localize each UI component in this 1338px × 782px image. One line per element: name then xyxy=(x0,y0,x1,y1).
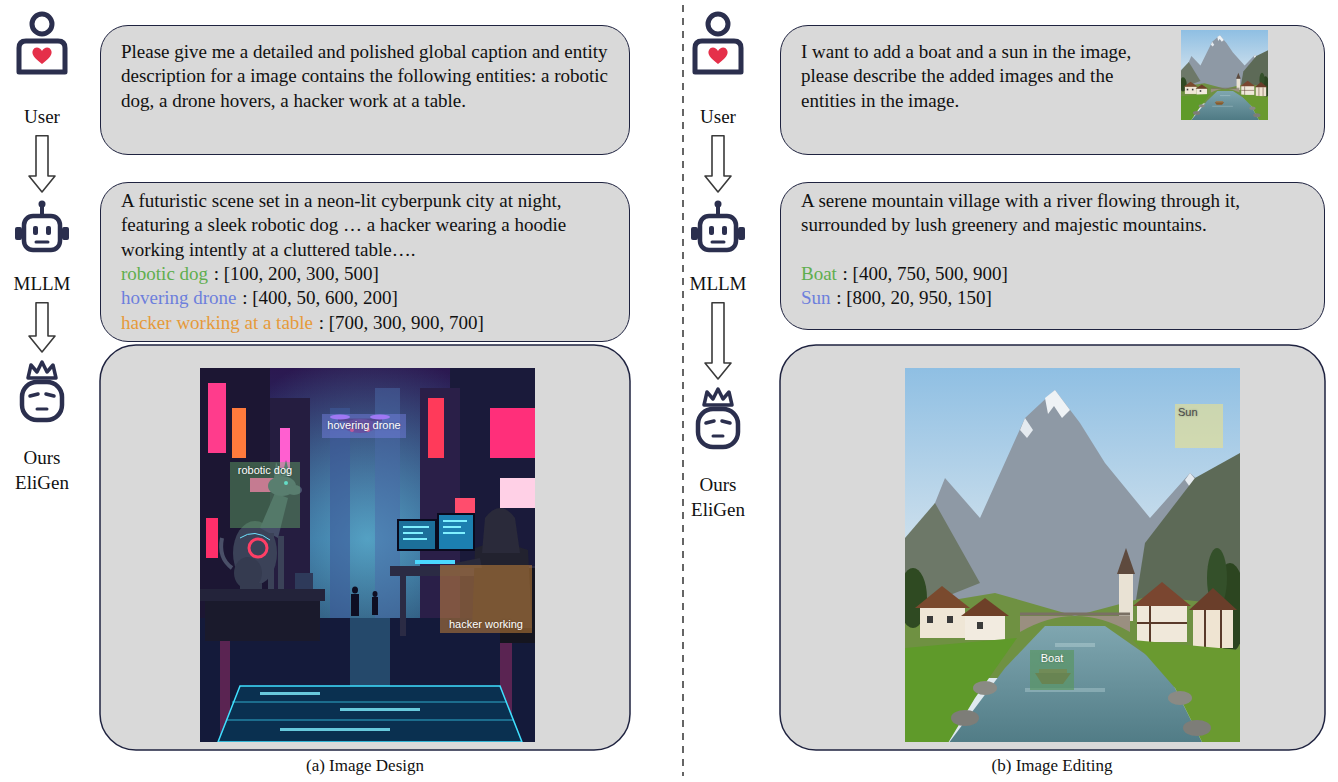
entity-name: Boat xyxy=(801,263,837,284)
entity-name: hacker working at a table xyxy=(121,312,313,333)
landscape-image xyxy=(905,368,1240,742)
text-line: hovering drone xyxy=(327,419,400,432)
mllm-output-bubble: A futuristic scene set in a neon-lit cyb… xyxy=(100,182,630,342)
text-line: robotic dog : [100, 200, 300, 500] xyxy=(121,262,619,286)
actor-label: User xyxy=(24,106,60,127)
text-line: Sun: [800, 20, 950, 150] xyxy=(801,286,1314,310)
text-line: Boat : [400, 750, 500, 900] xyxy=(801,262,1314,286)
text-line: robotic dog xyxy=(238,464,292,477)
eligen-icon xyxy=(688,385,748,451)
entity-box: hacker working xyxy=(440,565,532,633)
caption-text: : [400, 750, 500, 900] xyxy=(843,263,1008,284)
mllm-icon xyxy=(688,198,748,264)
actor-label: Ours EliGen xyxy=(15,447,69,493)
caption-text: : [100, 200, 300, 500] xyxy=(214,263,379,284)
user-icon xyxy=(688,10,748,76)
actor-user: User xyxy=(678,10,758,130)
mllm-icon xyxy=(12,198,72,264)
entity-label: Boat xyxy=(1041,652,1064,664)
text-line: Sun xyxy=(1178,406,1198,419)
flow-arrow xyxy=(705,303,731,379)
subfigure-caption: (a) Image Design xyxy=(205,756,525,776)
text-line: Please give me a detailed and polished g… xyxy=(121,40,619,113)
entity-label: robotic dog xyxy=(238,464,292,476)
user-icon xyxy=(12,10,72,76)
eligen-icon xyxy=(12,358,72,424)
text-line: A futuristic scene set in a neon-lit cyb… xyxy=(121,189,619,262)
actor-mllm: MLLM xyxy=(678,198,758,297)
prompt-bubble: I want to add a boat and a sun in the im… xyxy=(780,25,1325,155)
input-image-thumbnail xyxy=(1181,30,1268,120)
caption-text: : [800, 20, 950, 150] xyxy=(836,287,992,308)
output-bubble xyxy=(780,345,1325,750)
prompt-text: Please give me a detailed and polished g… xyxy=(121,41,608,111)
caption-text: A serene mountain village with a river f… xyxy=(801,190,1240,235)
text-line: hovering drone: [400, 50, 600, 200] xyxy=(121,286,619,310)
subfigure-caption: (b) Image Editing xyxy=(892,756,1212,776)
flow-arrow xyxy=(29,303,55,352)
actor-label: MLLM xyxy=(690,273,747,294)
caption-text: A futuristic scene set in a neon-lit cyb… xyxy=(121,190,566,260)
cyberpunk-image xyxy=(200,368,535,742)
flow-arrow xyxy=(29,136,55,192)
entity-name: robotic dog xyxy=(121,263,208,284)
entity-box: robotic dog xyxy=(230,462,300,528)
text-line: User xyxy=(678,105,758,130)
entity-label: hovering drone xyxy=(327,419,400,431)
entity-box: Sun xyxy=(1175,404,1223,448)
entity-name: Sun xyxy=(801,287,831,308)
text-line: I want to add a boat and a sun in the im… xyxy=(801,40,1154,113)
mllm-output-bubble: A serene mountain village with a river f… xyxy=(780,182,1325,330)
actor-label: Ours EliGen xyxy=(691,474,745,520)
text-line: MLLM xyxy=(678,272,758,297)
text-line: A serene mountain village with a river f… xyxy=(801,189,1314,238)
entity-box: Boat xyxy=(1030,650,1074,690)
output-bubble xyxy=(100,345,630,750)
prompt-text: I want to add a boat and a sun in the im… xyxy=(801,41,1131,111)
text-line: MLLM xyxy=(2,272,82,297)
text-line: hacker working at a table : [700, 300, 90… xyxy=(121,311,619,335)
entity-name: hovering drone xyxy=(121,287,237,308)
entity-box: hovering drone xyxy=(322,414,406,438)
text-line: Boat xyxy=(1041,652,1064,665)
prompt-bubble: Please give me a detailed and polished g… xyxy=(100,25,630,155)
text-line: Ours EliGen xyxy=(683,473,753,522)
entity-label: hacker working xyxy=(449,618,523,630)
text-line: Ours EliGen xyxy=(7,446,77,495)
caption-text: : [400, 50, 600, 200] xyxy=(242,287,398,308)
text-line: hacker working xyxy=(449,618,523,631)
actor-mllm: MLLM xyxy=(2,198,82,297)
caption-text: : [700, 300, 900, 700] xyxy=(319,312,484,333)
actor-user: User xyxy=(2,10,82,130)
entity-label: Sun xyxy=(1178,406,1198,418)
text-line: User xyxy=(2,105,82,130)
actor-eligen: Ours EliGen xyxy=(7,358,77,495)
actor-label: User xyxy=(700,106,736,127)
panel-divider xyxy=(682,5,684,776)
actor-eligen: Ours EliGen xyxy=(683,385,753,522)
flow-arrow xyxy=(705,136,731,192)
actor-label: MLLM xyxy=(14,273,71,294)
